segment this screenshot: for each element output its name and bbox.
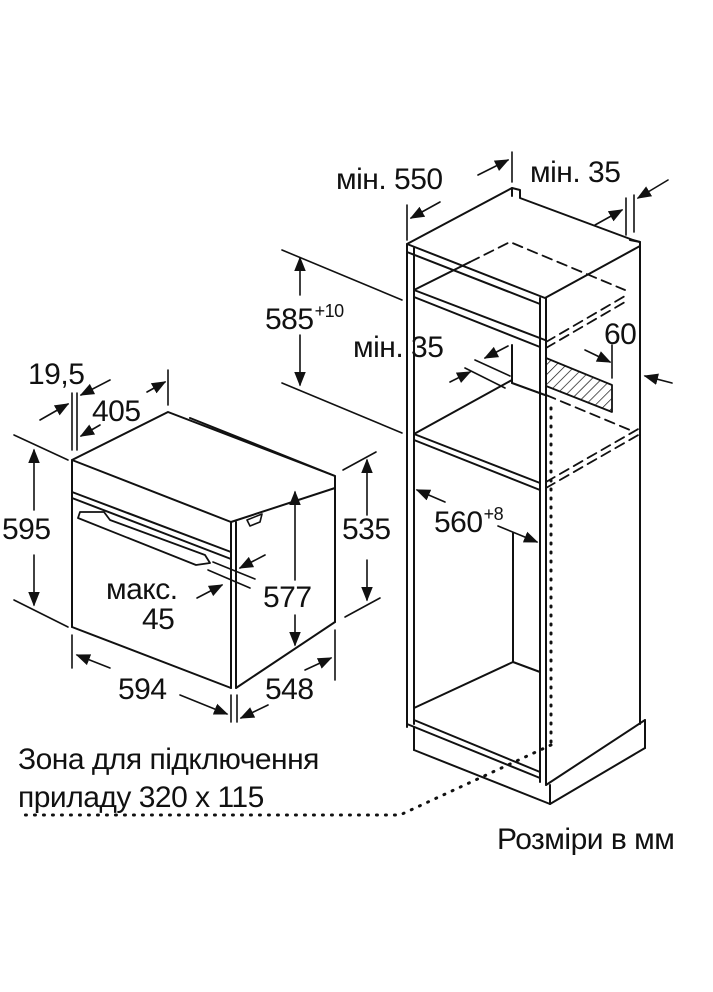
label-405: 405: [92, 395, 141, 428]
label-595: 595: [2, 513, 51, 546]
connection-zone-note-line2: приладу 320 x 115: [18, 781, 264, 814]
label-min-550: мін. 550: [336, 163, 443, 196]
label-535: 535: [342, 513, 391, 546]
label-577: 577: [263, 581, 312, 614]
label-585: 585+10: [265, 302, 344, 336]
value-560: 560: [434, 506, 483, 539]
label-594: 594: [118, 673, 167, 706]
label-45: 45: [142, 603, 175, 636]
label-60: 60: [604, 318, 637, 351]
tolerance-585: +10: [314, 301, 345, 321]
label-max: макс.: [106, 573, 178, 606]
units-note: Розміри в мм: [497, 823, 675, 856]
label-min-35-top: мін. 35: [530, 156, 621, 189]
cabinet: [406, 187, 646, 805]
oven: [71, 411, 336, 689]
dimension-lines: [13, 151, 673, 723]
tolerance-560: +8: [483, 504, 504, 524]
connection-zone-note-line1: Зона для підключення: [18, 743, 319, 776]
label-19-5: 19,5: [28, 358, 85, 391]
label-min-35-shelf: мін. 35: [353, 331, 444, 364]
vent-cutout: [545, 357, 613, 413]
cabinet-hidden-edges: [469, 241, 641, 489]
label-548: 548: [265, 673, 314, 706]
connection-zone-dotted: [18, 406, 553, 817]
value-585: 585: [265, 303, 314, 336]
label-560: 560+8: [434, 505, 504, 539]
